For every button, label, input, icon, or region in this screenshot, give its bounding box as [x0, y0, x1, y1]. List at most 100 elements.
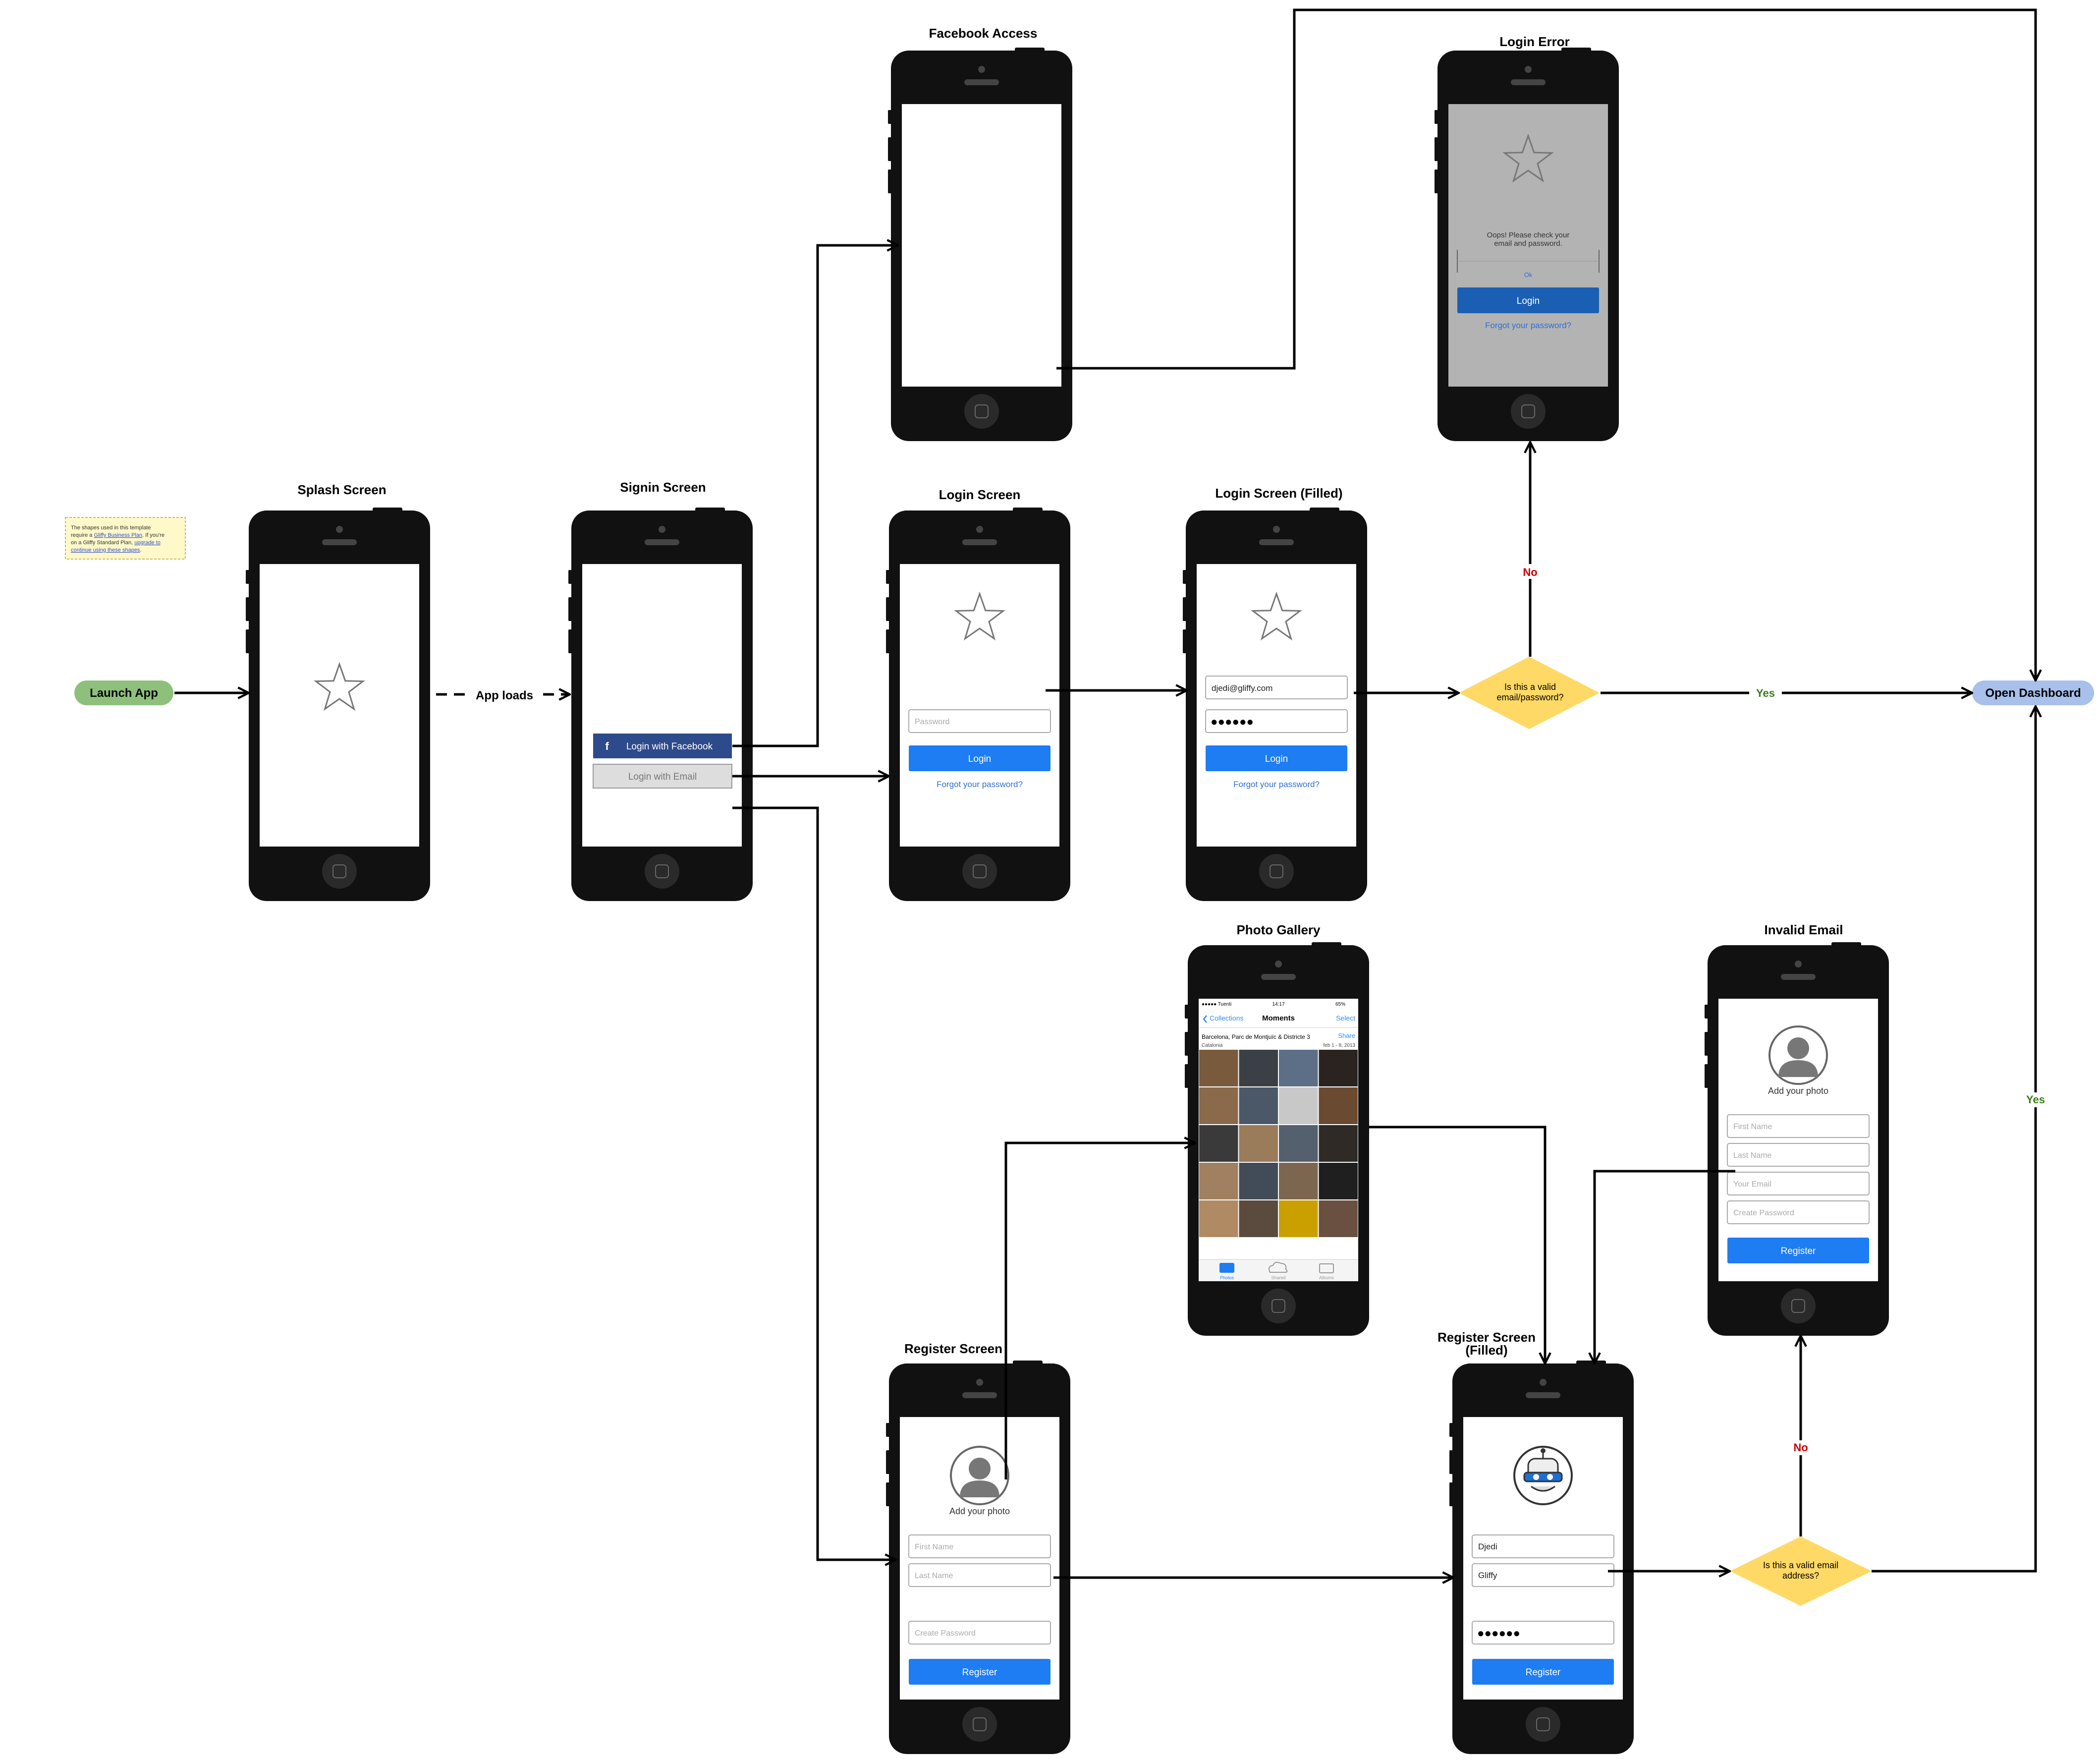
avatar-placeholder-icon[interactable]	[950, 1446, 1009, 1505]
first-name-field[interactable]: First Name	[1727, 1114, 1870, 1138]
login-phone: Password Login Forgot your password?	[885, 507, 1071, 902]
photo-thumbnail[interactable]	[1279, 1050, 1318, 1086]
svg-text:Djedi: Djedi	[1478, 1542, 1497, 1551]
svg-text:●●●●● Tuenti: ●●●●● Tuenti	[1202, 1002, 1231, 1007]
forgot-password-link[interactable]: Forgot your password?	[1233, 780, 1320, 789]
svg-text:Catalonia: Catalonia	[1202, 1043, 1223, 1048]
svg-text:require a Gliffy Business Plan: require a Gliffy Business Plan. If you'r…	[71, 532, 165, 538]
forgot-password-link[interactable]: Forgot your password?	[1485, 321, 1571, 330]
photo-thumbnail[interactable]	[1279, 1163, 1318, 1199]
yes-label-login: Yes	[1756, 687, 1775, 699]
connector-gallery-to-register-filled	[1369, 1126, 1545, 1363]
svg-text:Is this a valid: Is this a valid	[1504, 682, 1556, 692]
photo-thumbnail[interactable]	[1199, 1087, 1238, 1124]
photo-thumbnail[interactable]	[1279, 1087, 1318, 1124]
invalid-email-phone: Add your photo First Name Last Name Your…	[1704, 942, 1889, 1336]
login-email-button[interactable]: Login with Email	[593, 764, 732, 789]
register-screen-title: Register Screen	[904, 1341, 1002, 1356]
avatar-placeholder-icon[interactable]	[1768, 1025, 1828, 1085]
svg-text:djedi@gliffy.com: djedi@gliffy.com	[1212, 683, 1272, 693]
svg-text:14:17: 14:17	[1272, 1002, 1284, 1007]
register-filled-title-sub: (Filled)	[1465, 1343, 1507, 1358]
photo-grid[interactable]	[1199, 1050, 1358, 1237]
svg-text:First Name: First Name	[915, 1543, 953, 1551]
forgot-password-link[interactable]: Forgot your password?	[937, 780, 1023, 789]
photo-thumbnail[interactable]	[1239, 1125, 1278, 1162]
ok-button[interactable]: Ok	[1524, 271, 1533, 279]
password-field[interactable]: ●●●●●●	[1205, 709, 1348, 733]
login-button[interactable]: Login	[909, 745, 1050, 771]
svg-text:Moments: Moments	[1262, 1014, 1295, 1022]
photo-thumbnail[interactable]	[1239, 1200, 1278, 1237]
shared-tab-icon[interactable]	[1269, 1261, 1288, 1273]
facebook-icon: f	[605, 740, 609, 752]
svg-text:Open Dashboard: Open Dashboard	[1985, 686, 2081, 700]
photo-thumbnail[interactable]	[1279, 1200, 1318, 1237]
svg-text:●●●●●●: ●●●●●●	[1211, 715, 1254, 729]
last-name-field[interactable]: Last Name	[1727, 1143, 1870, 1167]
svg-text:Login: Login	[1517, 296, 1540, 306]
photo-thumbnail[interactable]	[1239, 1087, 1278, 1124]
login-facebook-button[interactable]: f Login with Facebook	[593, 734, 732, 758]
select-link[interactable]: Select	[1336, 1014, 1355, 1022]
open-dashboard-node: Open Dashboard	[1972, 681, 2094, 705]
photo-gallery-title: Photo Gallery	[1236, 922, 1321, 937]
password-field[interactable]: Create Password	[908, 1621, 1051, 1645]
first-name-field[interactable]: Djedi	[1472, 1534, 1614, 1558]
password-field[interactable]: ●●●●●●	[1472, 1621, 1614, 1645]
connector-invalid-email-to-register-filled	[1595, 1170, 1735, 1363]
launch-app-node: Launch App	[74, 681, 173, 705]
app-loads-label: App loads	[476, 689, 533, 702]
connector-register-to-gallery	[1004, 1143, 1195, 1479]
password-field[interactable]: Create Password	[1727, 1200, 1870, 1224]
svg-text:Login: Login	[968, 754, 992, 764]
splash-phone	[245, 507, 431, 902]
share-link[interactable]: Share	[1338, 1032, 1355, 1039]
svg-text:Barcelona, Parc de Montjuïc &: Barcelona, Parc de Montjuïc & Districte …	[1202, 1033, 1310, 1040]
svg-text:Is this a valid email: Is this a valid email	[1763, 1560, 1838, 1570]
svg-text:Your Email: Your Email	[1733, 1180, 1771, 1189]
register-button[interactable]: Register	[1727, 1238, 1869, 1263]
login-filled-title: Login Screen (Filled)	[1215, 486, 1342, 501]
photo-thumbnail[interactable]	[1279, 1125, 1318, 1162]
register-filled-phone: Djedi Gliffy ●●●●●● Register	[1449, 1360, 1634, 1755]
photo-thumbnail[interactable]	[1199, 1200, 1238, 1237]
register-button[interactable]: Register	[1472, 1659, 1614, 1685]
connector-signin-to-register	[732, 806, 896, 1560]
collections-back-link[interactable]: Collections	[1210, 1014, 1243, 1022]
svg-text:Login with Email: Login with Email	[628, 772, 697, 782]
login-button[interactable]: Login	[1206, 745, 1347, 771]
yes-label-register: Yes	[2026, 1093, 2045, 1106]
photo-thumbnail[interactable]	[1319, 1200, 1358, 1237]
photo-thumbnail[interactable]	[1239, 1163, 1278, 1199]
svg-text:Login with Facebook: Login with Facebook	[626, 741, 713, 752]
photo-thumbnail[interactable]	[1319, 1050, 1358, 1086]
password-field[interactable]: Password	[908, 709, 1051, 733]
photo-thumbnail[interactable]	[1319, 1087, 1358, 1124]
last-name-field[interactable]: Gliffy	[1472, 1563, 1614, 1587]
svg-text:Photos: Photos	[1220, 1275, 1234, 1280]
svg-text:continue using these shapes.: continue using these shapes.	[71, 547, 142, 553]
photo-thumbnail[interactable]	[1239, 1050, 1278, 1086]
register-filled-title: Register Screen	[1437, 1330, 1536, 1345]
robot-avatar-icon[interactable]	[1513, 1446, 1573, 1505]
photo-thumbnail[interactable]	[1319, 1125, 1358, 1162]
albums-tab-icon[interactable]	[1319, 1263, 1334, 1273]
photos-tab-icon[interactable]	[1219, 1263, 1234, 1273]
first-name-field[interactable]: First Name	[908, 1534, 1051, 1558]
photo-thumbnail[interactable]	[1199, 1125, 1238, 1162]
svg-text:●●●●●●: ●●●●●●	[1477, 1627, 1520, 1640]
photo-thumbnail[interactable]	[1199, 1050, 1238, 1086]
facebook-access-title: Facebook Access	[929, 26, 1038, 41]
photo-thumbnail[interactable]	[1199, 1163, 1238, 1199]
email-validation-decision: Is this a valid email address?	[1730, 1536, 1872, 1606]
svg-text:email and password.: email and password.	[1494, 239, 1562, 248]
last-name-field[interactable]: Last Name	[908, 1563, 1051, 1587]
svg-text:Register: Register	[1781, 1246, 1816, 1256]
email-field[interactable]: Your Email	[1727, 1172, 1870, 1195]
register-button[interactable]: Register	[909, 1659, 1050, 1685]
photo-thumbnail[interactable]	[1319, 1163, 1358, 1199]
email-field[interactable]: djedi@gliffy.com	[1205, 676, 1348, 699]
login-button[interactable]: Login	[1457, 287, 1599, 313]
login-screen-title: Login Screen	[939, 487, 1021, 502]
